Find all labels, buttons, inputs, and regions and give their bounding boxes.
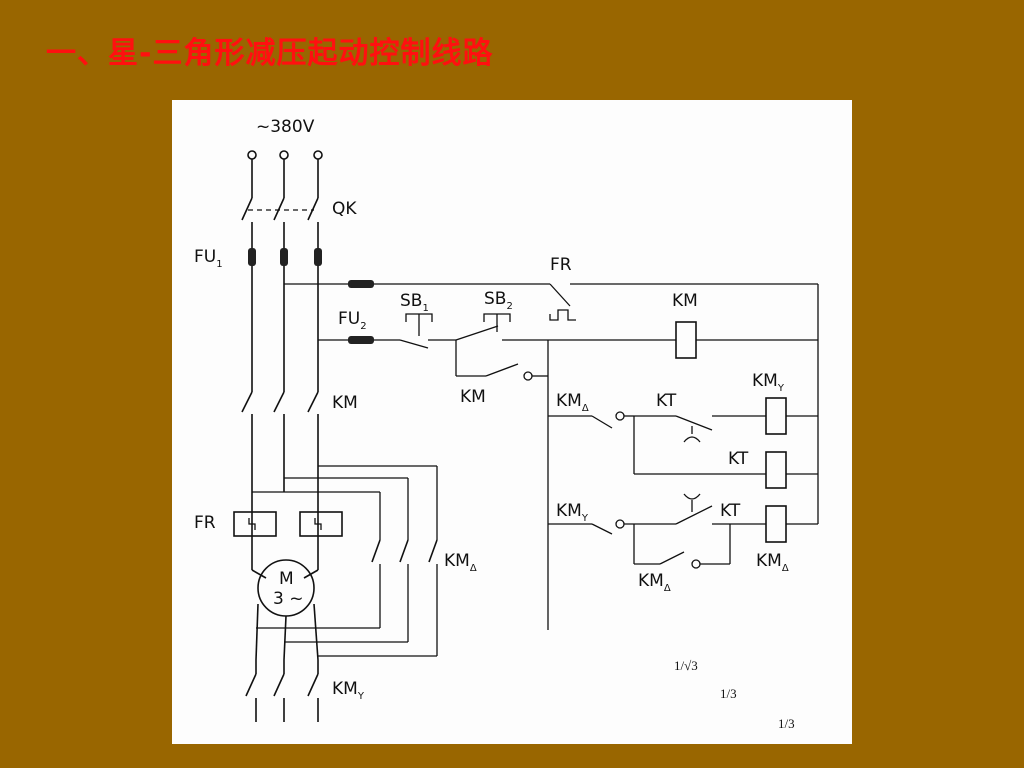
kmy-main-label: KMY <box>332 679 365 702</box>
kmy-main-contacts <box>245 660 319 722</box>
kmy-ctrl-contact <box>548 493 818 569</box>
fr-heater <box>233 492 343 570</box>
note-one-over-root3: 1/√3 <box>674 658 698 673</box>
main-lines <box>251 159 319 198</box>
star-delta-circuit: ~380V QK FU1 FR SB1 SB2 FU2 KM KM KM KMΔ… <box>194 117 819 731</box>
km-delta-hold-label: KMΔ <box>638 571 671 594</box>
km-delta-main-contacts <box>256 539 438 657</box>
control-supply <box>284 280 550 344</box>
circuit-diagram-panel: ~380V QK FU1 FR SB1 SB2 FU2 KM KM KM KMΔ… <box>172 100 852 744</box>
kt-coil <box>634 451 818 489</box>
kt-contact-label: KT <box>656 391 677 411</box>
note-one-third-b: 1/3 <box>778 716 795 731</box>
kt-coil-label: KT <box>728 449 749 469</box>
sb2-start-button <box>455 313 549 630</box>
fr-top-label: FR <box>550 255 572 275</box>
slide-title: 一、星-三角形减压起动控制线路 <box>46 36 494 71</box>
km-hold-label: KM <box>460 387 486 407</box>
motor-m-label: M <box>279 569 294 589</box>
lines-after-fuse <box>251 266 319 392</box>
kt-contact2-label: KT <box>720 501 741 521</box>
fr-left-label: FR <box>194 513 216 533</box>
motor <box>251 559 319 661</box>
kmy-coil-label: KMY <box>752 371 785 394</box>
km-delta-coil-label: KMΔ <box>756 551 789 574</box>
kmy-ctrl-label: KMY <box>556 501 589 524</box>
fu2-label: FU2 <box>338 309 367 332</box>
delta-taps <box>252 465 438 540</box>
supply-voltage-label: ~380V <box>256 117 315 137</box>
fr-nc-contact <box>549 283 819 524</box>
km-coil-label: KM <box>672 291 698 311</box>
km-coil <box>548 321 818 359</box>
fu1-fuses <box>248 248 322 266</box>
supply-terminals <box>247 150 323 160</box>
motor-3phase-label: 3 ~ <box>273 589 303 609</box>
qk-switch <box>241 197 319 250</box>
fu1-label: FU1 <box>194 247 223 270</box>
km-main-contacts <box>241 391 319 492</box>
km-delta-main-label: KMΔ <box>444 551 477 574</box>
km-delta-ctrl-contact <box>548 397 818 474</box>
sb1-label: SB1 <box>400 291 429 314</box>
note-one-third-a: 1/3 <box>720 686 737 701</box>
km-delta-ctrl-label: KMΔ <box>556 391 589 414</box>
qk-label: QK <box>332 199 357 219</box>
sb1-stop-button <box>399 313 456 349</box>
km-main-label: KM <box>332 393 358 413</box>
sb2-label: SB2 <box>484 289 513 312</box>
